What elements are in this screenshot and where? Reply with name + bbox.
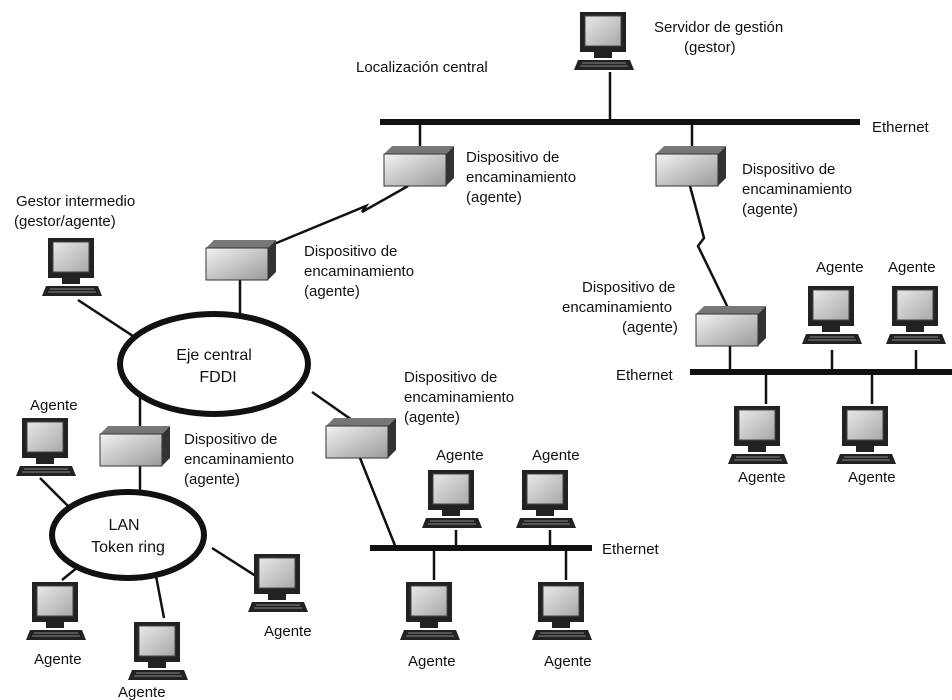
computer-icon xyxy=(41,237,103,297)
wan-link-right xyxy=(688,185,732,313)
label-router-a-1: Dispositivo de xyxy=(466,149,559,166)
label-agent: Agente xyxy=(532,447,580,464)
computer-icon xyxy=(127,621,189,681)
computer-icon xyxy=(727,405,789,465)
label-router-right-3: (agente) xyxy=(622,319,678,336)
fddi-backbone-ring xyxy=(117,311,311,417)
link-tr-agent-4 xyxy=(211,546,263,582)
computer-icon xyxy=(835,405,897,465)
label-ethernet-right: Ethernet xyxy=(616,367,674,384)
label-central-location: Localización central xyxy=(356,59,488,76)
label-router-lr-1: Dispositivo de xyxy=(404,369,497,386)
computer-icon xyxy=(25,581,87,641)
label-agent: Agente xyxy=(816,259,864,276)
router-box-icon xyxy=(655,145,727,187)
label-agent: Agente xyxy=(264,623,312,640)
computer-icon xyxy=(399,581,461,641)
label-router-right-2: encaminamiento xyxy=(562,299,672,316)
label-agent: Agente xyxy=(888,259,936,276)
label-router-ll-1: Dispositivo de xyxy=(184,431,277,448)
label-agent: Agente xyxy=(118,684,166,700)
label-mgmt-server-2: (gestor) xyxy=(684,39,736,56)
label-router-a-3: (agente) xyxy=(466,189,522,206)
label-agent: Agente xyxy=(408,653,456,670)
token-ring-lan xyxy=(49,489,207,581)
router-box-icon xyxy=(205,239,277,281)
label-agent: Agente xyxy=(544,653,592,670)
label-fddi-2: FDDI xyxy=(199,369,236,386)
link-gestor-ring xyxy=(77,298,137,340)
label-router-lr-2: encaminamiento xyxy=(404,389,514,406)
label-agent: Agente xyxy=(436,447,484,464)
label-router-b-2: encaminamiento xyxy=(742,181,852,198)
router-box-icon xyxy=(383,145,455,187)
label-agent: Agente xyxy=(30,397,78,414)
computer-icon xyxy=(515,469,577,529)
computer-icon xyxy=(15,417,77,477)
label-fddi-1: Eje central xyxy=(176,347,252,364)
label-agent: Agente xyxy=(34,651,82,668)
label-router-fddi-2: encaminamiento xyxy=(304,263,414,280)
link-router-bottom-bus xyxy=(358,457,398,549)
label-lan-1: LAN xyxy=(108,517,139,534)
label-ethernet-bottom: Ethernet xyxy=(602,541,660,558)
label-mgmt-server-1: Servidor de gestión xyxy=(654,19,783,36)
label-router-a-2: encaminamiento xyxy=(466,169,576,186)
computer-icon xyxy=(573,11,635,71)
label-router-b-1: Dispositivo de xyxy=(742,161,835,178)
computer-icon xyxy=(531,581,593,641)
label-ethernet-top: Ethernet xyxy=(872,119,930,136)
label-router-ll-3: (agente) xyxy=(184,471,240,488)
label-gestor-2: (gestor/agente) xyxy=(14,213,116,230)
label-agent: Agente xyxy=(738,469,786,486)
label-lan-2: Token ring xyxy=(91,539,165,556)
label-router-right-1: Dispositivo de xyxy=(582,279,675,296)
computer-icon xyxy=(885,285,947,345)
router-box-icon xyxy=(99,425,171,467)
link-tr-agent-3 xyxy=(154,575,166,619)
label-gestor-1: Gestor intermedio xyxy=(16,193,135,210)
link-fddi-router-right xyxy=(311,390,353,422)
wan-link-left xyxy=(273,184,409,246)
router-box-icon xyxy=(695,305,767,347)
computer-icon xyxy=(801,285,863,345)
computer-icon xyxy=(247,553,309,613)
label-router-b-3: (agente) xyxy=(742,201,798,218)
label-agent: Agente xyxy=(848,469,896,486)
label-router-lr-3: (agente) xyxy=(404,409,460,426)
label-router-ll-2: encaminamiento xyxy=(184,451,294,468)
router-box-icon xyxy=(325,417,397,459)
computer-icon xyxy=(421,469,483,529)
label-router-fddi-1: Dispositivo de xyxy=(304,243,397,260)
label-router-fddi-3: (agente) xyxy=(304,283,360,300)
